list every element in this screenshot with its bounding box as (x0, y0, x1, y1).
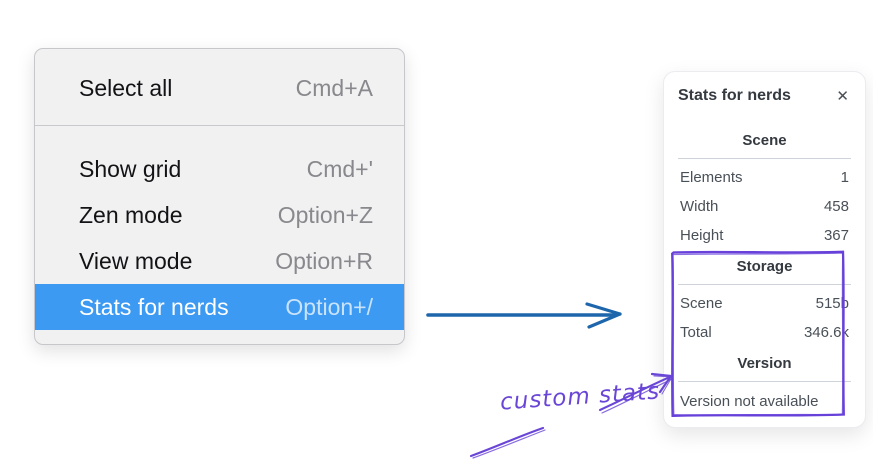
stats-panel: Stats for nerds ✕ Scene Elements 1 Width… (663, 71, 866, 428)
stat-value: 1 (840, 169, 849, 186)
menu-item-shortcut: Cmd+' (306, 155, 373, 182)
menu-item-label: Stats for nerds (79, 293, 229, 320)
stat-row-total-storage: Total 346.6k (678, 318, 851, 347)
stats-panel-header: Stats for nerds ✕ (678, 84, 851, 108)
stat-row-height: Height 367 (678, 221, 851, 250)
menu-item-shortcut: Option+R (275, 247, 373, 274)
close-icon[interactable]: ✕ (836, 87, 849, 105)
section-heading-storage: Storage (736, 258, 793, 275)
stat-label: Height (680, 227, 724, 244)
menu-item-stats-for-nerds[interactable]: Stats for nerds Option+/ (35, 284, 404, 330)
section-divider (678, 158, 851, 159)
stat-label: Total (680, 324, 712, 341)
stat-row-scene-storage: Scene 515b (678, 289, 851, 318)
menu-item-zen-mode[interactable]: Zen mode Option+Z (35, 192, 404, 238)
menu-item-label: Select all (79, 74, 173, 101)
stat-row-width: Width 458 (678, 192, 851, 221)
stat-label: Elements (680, 169, 743, 186)
menu-item-shortcut: Cmd+A (295, 74, 373, 101)
annotation-custom-stats: custom stats (499, 378, 661, 416)
version-note: Version not available (680, 392, 819, 410)
context-menu: Select all Cmd+A Show grid Cmd+' Zen mod… (34, 48, 405, 345)
stat-value: 346.6k (803, 324, 849, 341)
menu-item-shortcut: Option+Z (277, 201, 373, 228)
menu-divider (35, 125, 404, 126)
stat-label: Width (680, 198, 719, 215)
menu-item-show-grid[interactable]: Show grid Cmd+' (35, 146, 404, 192)
menu-item-label: Show grid (79, 155, 182, 182)
stat-value: 458 (823, 198, 849, 215)
section-heading-version: Version (737, 355, 792, 372)
section-divider (678, 284, 851, 285)
annotation-line-icon (469, 426, 546, 459)
menu-item-shortcut: Option+/ (285, 293, 373, 320)
flow-arrow-icon (426, 302, 622, 329)
menu-item-label: Zen mode (79, 201, 183, 228)
menu-item-view-mode[interactable]: View mode Option+R (35, 238, 404, 284)
section-divider (678, 381, 851, 382)
menu-item-label: View mode (79, 247, 193, 274)
stat-value: 367 (823, 227, 849, 244)
section-heading-scene: Scene (742, 132, 787, 149)
menu-item-select-all[interactable]: Select all Cmd+A (35, 65, 404, 111)
stat-label: Scene (680, 295, 723, 312)
stat-value: 515b (815, 295, 849, 312)
stat-row-elements: Elements 1 (678, 163, 851, 192)
stats-panel-title: Stats for nerds (678, 87, 791, 104)
